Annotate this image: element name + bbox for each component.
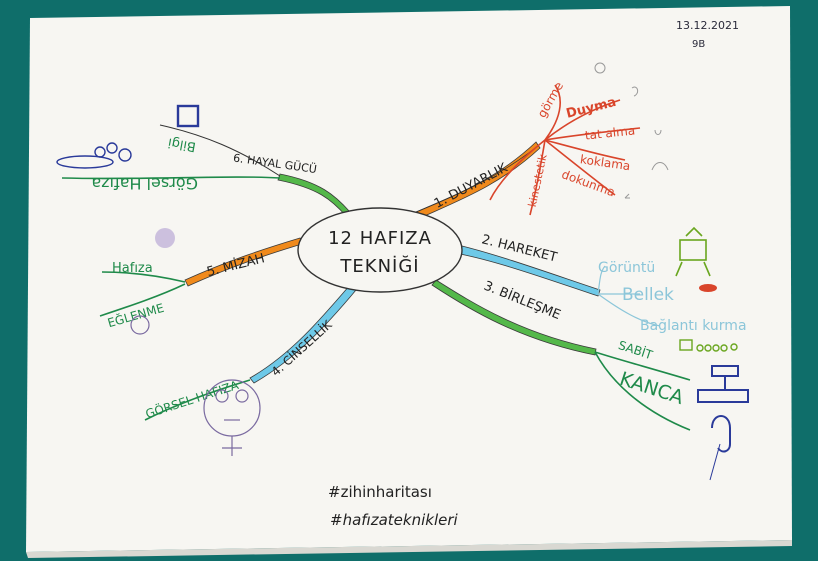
hayal-line-1 bbox=[159, 124, 281, 177]
birlesme-extension-2 bbox=[594, 351, 691, 431]
sub-hafiza-5: Hafıza bbox=[112, 261, 153, 276]
branch-birlesme bbox=[431, 279, 597, 356]
mizah-line-1 bbox=[101, 271, 186, 283]
bubbles-icon bbox=[56, 142, 132, 169]
date-text: 13.12.2021 bbox=[676, 19, 739, 32]
hayal-line-2 bbox=[61, 176, 281, 180]
mizah-line-2 bbox=[99, 283, 186, 317]
class-text: 9B bbox=[692, 39, 705, 50]
sub-koklama: koklama bbox=[579, 152, 631, 173]
hook-line bbox=[709, 443, 721, 481]
presentation-icons bbox=[679, 339, 738, 352]
cinsellik-extension bbox=[144, 379, 251, 421]
ear-icon bbox=[631, 86, 639, 97]
sub-goruntu: Görüntü bbox=[598, 260, 655, 276]
hook-icon bbox=[711, 415, 731, 453]
nose-icon bbox=[651, 162, 669, 171]
sub-gorsel-hafiza-6: Görsel Hafıza bbox=[91, 174, 198, 193]
duyarlik-fan bbox=[489, 84, 641, 216]
mouth-icon bbox=[654, 129, 662, 135]
square-icon bbox=[176, 104, 200, 128]
face-icon bbox=[203, 379, 261, 456]
center-bubble bbox=[297, 207, 463, 293]
eye-icon bbox=[594, 62, 606, 74]
scribble-icon bbox=[155, 228, 175, 248]
paper-shadow bbox=[26, 540, 792, 558]
hashtag-2: #hafızateknikleri bbox=[330, 511, 459, 529]
hand-icon bbox=[624, 193, 630, 199]
sub-tat-alma: tat alma bbox=[584, 123, 636, 142]
sub-bilgi: Bilgi bbox=[167, 134, 197, 154]
hareket-fan bbox=[597, 265, 661, 327]
branch-cinsellik bbox=[249, 284, 357, 384]
sub-baglanti-kurma: Bağlantı kurma bbox=[640, 318, 747, 334]
hashtag-1: #zihinharitası bbox=[328, 483, 432, 501]
projector-icon bbox=[675, 226, 711, 277]
sub-bellek: Bellek bbox=[622, 285, 674, 305]
branch-hareket bbox=[459, 245, 601, 297]
pedestal-icon bbox=[697, 365, 749, 403]
center-title-line2: TEKNİĞİ bbox=[339, 255, 419, 277]
branch-mizah bbox=[184, 237, 303, 287]
birlesme-extension bbox=[594, 351, 691, 381]
center-title-line1: 12 HAFIZA bbox=[328, 228, 432, 249]
lips-icon bbox=[699, 284, 717, 292]
smiley-icon bbox=[130, 315, 150, 335]
